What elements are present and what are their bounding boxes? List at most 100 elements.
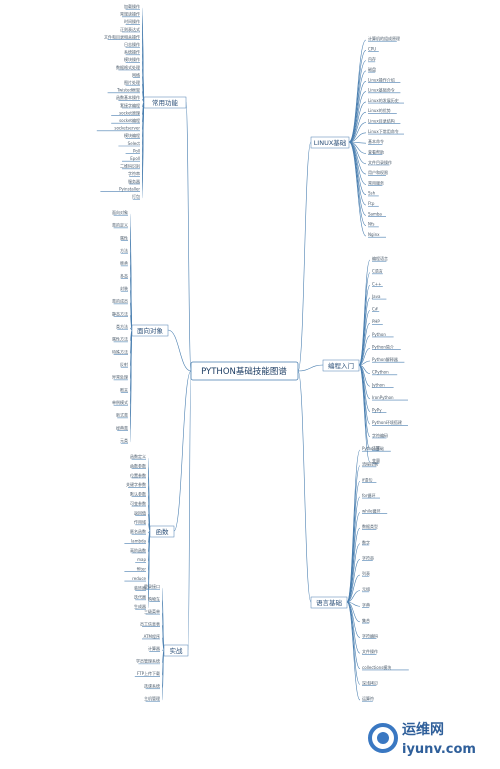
lang-node-8: 列表 <box>362 570 370 576</box>
connector-line <box>297 370 312 603</box>
lang-node-5: 数据类型 <box>362 523 378 529</box>
lang-node-2: if语句 <box>362 476 373 482</box>
connector-line <box>358 360 371 366</box>
oop-node-17: 经典类 <box>116 424 128 430</box>
func-node-16: 生成器 <box>134 603 146 609</box>
connector-line <box>141 101 145 199</box>
center-node: PYTHON基础技能图谱 <box>201 366 287 377</box>
func-node-5: 可变参数 <box>130 500 146 506</box>
connector-line <box>346 480 361 603</box>
lang-node-1: 流程控制 <box>362 461 378 467</box>
linux-node-9: Linux下常用命令 <box>368 128 399 134</box>
common-node-16: socketserver <box>114 126 140 131</box>
common-node-12: 函数基本操作 <box>116 94 140 100</box>
intro-node-1: C语言 <box>372 268 383 274</box>
connector-line <box>348 70 367 143</box>
oop-node-14: 断言 <box>120 386 128 392</box>
lang-node-14: collections模块 <box>362 664 391 670</box>
common-node-6: 系统操作 <box>124 49 140 55</box>
connector-line <box>167 329 192 372</box>
common-node-21: 二维码识别 <box>120 163 140 169</box>
branch-common: 常用功能 <box>152 98 179 107</box>
linux-node-6: Linux的发展历史 <box>368 97 399 103</box>
linux-node-3: 磁盘 <box>368 66 376 72</box>
connector-line <box>358 364 371 463</box>
func-node-12: filter <box>137 567 147 572</box>
common-node-17: 模块编程 <box>124 132 140 138</box>
practice-node-9: 主机管理 <box>144 695 160 701</box>
connector-line <box>348 122 367 143</box>
connector-line <box>358 364 371 450</box>
connector-line <box>348 91 367 143</box>
linux-node-1: CPU <box>368 46 376 51</box>
func-node-0: 函数定义 <box>130 453 146 459</box>
intro-node-3: Java <box>371 294 381 299</box>
connector-line <box>173 370 192 532</box>
intro-node-16: 变量 <box>372 457 380 463</box>
common-node-18: Select <box>128 141 141 146</box>
func-node-14: 装饰器 <box>134 584 146 590</box>
common-node-3: 正则表达式 <box>120 26 140 32</box>
oop-node-15: 单例模式 <box>112 399 128 405</box>
intro-node-9: CPython <box>372 370 389 375</box>
func-node-2: 位置参数 <box>130 472 146 478</box>
connector-line <box>346 601 361 607</box>
connector-line <box>346 496 361 603</box>
func-node-3: 关键字参数 <box>126 481 146 487</box>
linux-node-13: 用户和权限 <box>368 169 388 175</box>
branch-lang: 语言基础 <box>316 598 343 607</box>
connector-line <box>185 101 192 372</box>
common-node-9: 网络 <box>132 71 140 77</box>
linux-node-15: Ssh <box>368 191 376 196</box>
lang-node-0: Python基础 <box>362 445 384 451</box>
func-node-1: 函数参数 <box>130 462 146 468</box>
func-node-11: map <box>137 557 146 562</box>
connector-line <box>358 335 371 366</box>
connector-line <box>348 141 367 206</box>
lang-node-16: 运算符 <box>362 695 374 701</box>
func-node-10: 高阶函数 <box>130 547 146 553</box>
intro-node-10: Jython <box>371 382 385 387</box>
intro-node-7: Python简介 <box>372 343 394 349</box>
lang-node-6: 数字 <box>362 539 370 545</box>
connector-line <box>346 559 361 603</box>
linux-node-0: 计算机的组成原理 <box>368 35 400 41</box>
oop-node-4: 继承 <box>120 260 128 266</box>
oop-node-13: 异常处理 <box>112 374 128 380</box>
linux-node-7: Linux的优势 <box>368 107 391 113</box>
intro-node-14: 字符编码 <box>372 432 388 438</box>
linux-node-4: Linux操作介绍 <box>368 76 395 82</box>
linux-node-14: 常用服务 <box>368 179 384 185</box>
common-node-0: 加载操作 <box>124 3 140 9</box>
watermark-text-en: iyunv.com <box>402 742 476 757</box>
center-node-box <box>190 361 299 381</box>
intro-node-0: 编程语言 <box>372 255 388 261</box>
intro-node-6: Python <box>372 332 386 337</box>
func-node-9: lambda <box>131 538 147 543</box>
lang-node-7: 字符串 <box>362 554 374 560</box>
intro-node-5: PHP <box>372 319 380 324</box>
oop-node-6: 封装 <box>120 285 128 291</box>
linux-node-10: 基本命令 <box>368 138 384 144</box>
branch-oop: 面向对象 <box>137 326 164 335</box>
connector-line <box>348 141 367 237</box>
intro-node-12: PyPy <box>372 408 382 413</box>
lang-node-15: 深浅拷贝 <box>362 679 378 685</box>
connector-line <box>348 80 367 143</box>
linux-node-18: Nfs <box>368 222 374 227</box>
oop-node-0: 面向对象 <box>112 209 128 215</box>
connector-line <box>346 574 361 603</box>
watermark: 运维网 iyunv.com <box>368 721 476 757</box>
linux-node-8: Linux目录结构 <box>368 118 395 124</box>
common-node-19: Poll <box>133 148 140 153</box>
func-node-7: 作用域 <box>134 519 146 525</box>
connector-line <box>346 590 361 603</box>
oop-node-5: 多态 <box>120 272 128 278</box>
common-node-1: 常规读操作 <box>120 11 140 17</box>
connector-line <box>358 322 371 366</box>
connector-line <box>348 111 367 143</box>
lang-node-4: while循环 <box>362 508 381 514</box>
linux-node-16: Ftp <box>368 201 375 206</box>
practice-node-6: 学员管理系统 <box>136 658 160 664</box>
